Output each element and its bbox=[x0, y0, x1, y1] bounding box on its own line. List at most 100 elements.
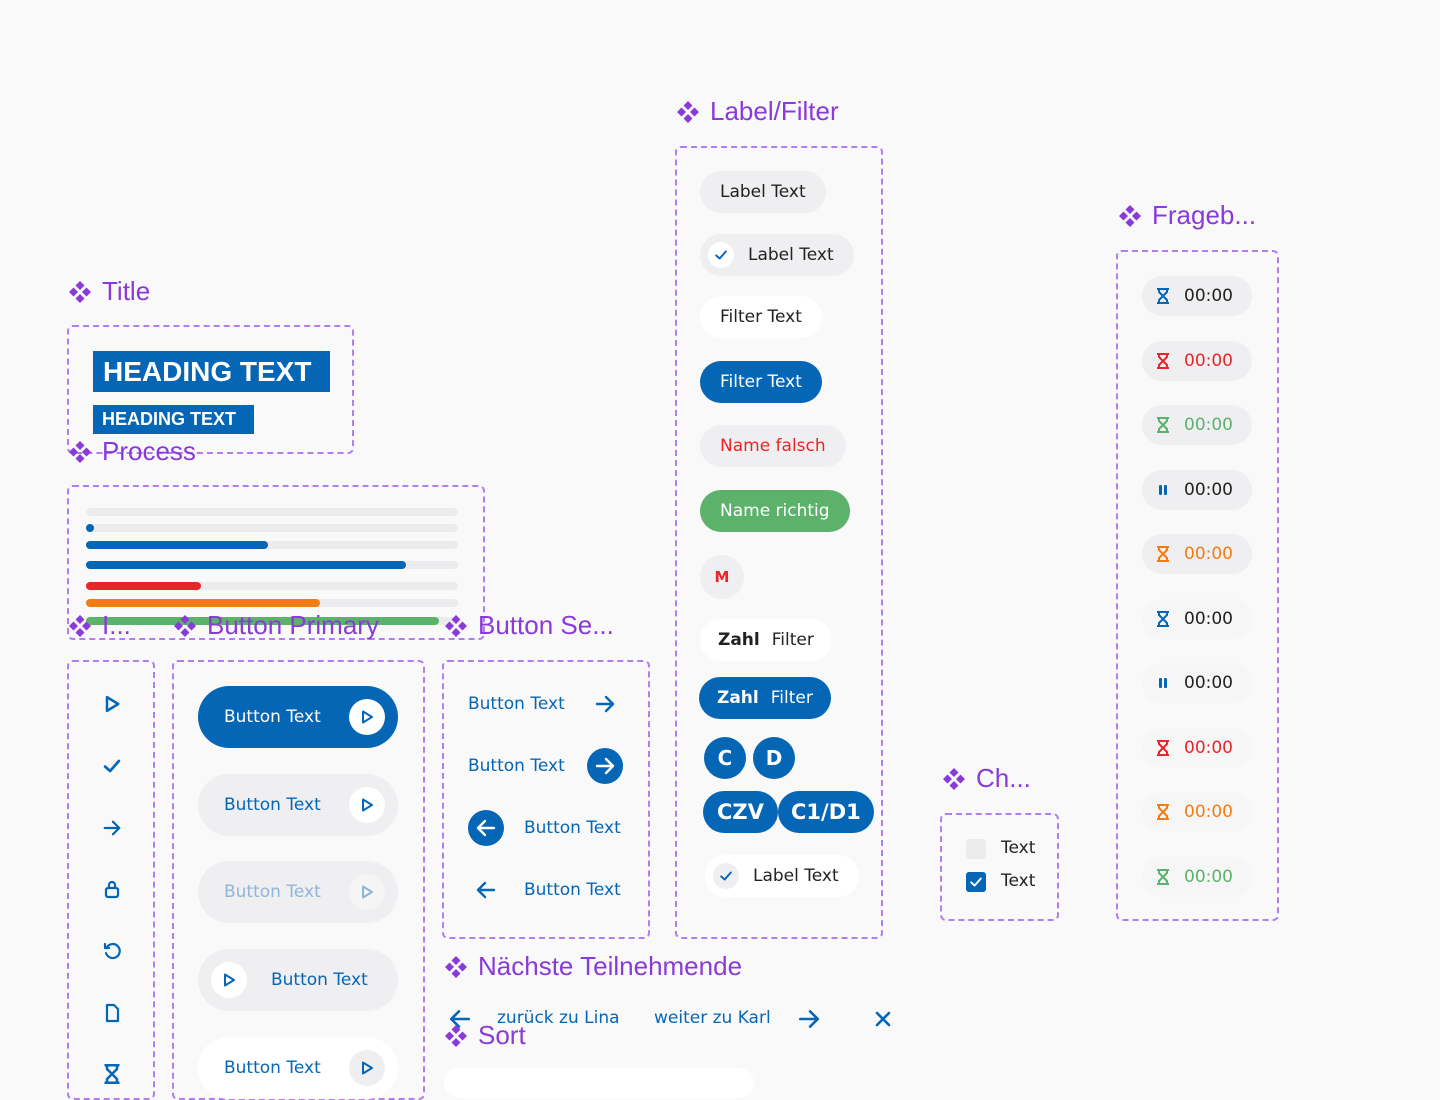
play-icon[interactable] bbox=[96, 688, 128, 720]
secondary-button-back-filled[interactable]: Button Text bbox=[468, 810, 621, 846]
label-chip-checked[interactable]: Label Text bbox=[700, 234, 854, 276]
close-icon[interactable] bbox=[874, 1010, 892, 1028]
progress-track bbox=[86, 582, 458, 590]
count-filter-chip-active[interactable]: Zahl Filter bbox=[699, 677, 831, 719]
timer-pill[interactable]: 00:00 bbox=[1142, 663, 1252, 703]
timer-pill[interactable]: 00:00 bbox=[1142, 405, 1252, 445]
pause-icon bbox=[1156, 482, 1170, 498]
timer-pill[interactable]: 00:00 bbox=[1142, 276, 1252, 316]
label-filter-frame bbox=[675, 146, 883, 939]
filter-chip-active[interactable]: Filter Text bbox=[700, 361, 822, 403]
component-icon bbox=[942, 767, 966, 791]
primary-button-white[interactable]: Button Text bbox=[198, 1037, 398, 1099]
process-frame bbox=[67, 485, 485, 640]
timer-pill[interactable]: 00:00 bbox=[1142, 469, 1252, 510]
play-icon bbox=[349, 787, 385, 823]
check-icon bbox=[969, 875, 983, 889]
primary-button-grey[interactable]: Button Text bbox=[198, 774, 398, 836]
primary-button-filled[interactable]: Button Text bbox=[198, 686, 398, 748]
timer-value: 00:00 bbox=[1184, 479, 1233, 500]
checkbox-checked[interactable] bbox=[966, 872, 986, 892]
timer-value: 00:00 bbox=[1184, 673, 1233, 693]
count-filter-chip[interactable]: Zahl Filter bbox=[700, 619, 832, 661]
back-to-link[interactable]: zurück zu Lina bbox=[497, 1008, 620, 1028]
timer-value: 00:00 bbox=[1184, 350, 1233, 371]
category-badge-czv[interactable]: CZV bbox=[703, 791, 778, 833]
arrow-left-icon bbox=[468, 810, 504, 846]
checkbox-label: Text bbox=[1001, 871, 1036, 891]
progress-fill bbox=[86, 582, 202, 590]
hourglass-icon bbox=[1156, 417, 1170, 433]
component-icon bbox=[676, 100, 700, 124]
timer-value: 00:00 bbox=[1184, 608, 1233, 629]
timer-value: 00:00 bbox=[1184, 737, 1233, 758]
category-badge-c1d1[interactable]: C1/D1 bbox=[778, 791, 874, 833]
progress-fill bbox=[86, 524, 94, 532]
timer-value: 00:00 bbox=[1184, 286, 1233, 306]
arrow-right-icon bbox=[586, 748, 623, 784]
component-icon bbox=[444, 955, 468, 979]
arrow-right-icon bbox=[587, 686, 623, 722]
timer-pill[interactable]: 00:00 bbox=[1142, 856, 1252, 897]
timer-pill[interactable]: 00:00 bbox=[1142, 598, 1252, 639]
timer-value: 00:00 bbox=[1184, 415, 1233, 435]
progress-track bbox=[86, 561, 458, 569]
primary-button-disabled[interactable]: Button Text bbox=[198, 861, 398, 923]
checkbox-frame bbox=[940, 813, 1059, 921]
title-frame bbox=[67, 325, 354, 454]
button-primary-section-title: Button Primary bbox=[173, 610, 379, 641]
heading-large: HEADING TEXT bbox=[93, 351, 330, 392]
progress-fill bbox=[86, 599, 321, 607]
progress-fill bbox=[86, 617, 440, 625]
frageb-frame bbox=[1116, 250, 1279, 921]
hourglass-icon bbox=[1156, 740, 1170, 756]
hourglass-icon[interactable] bbox=[96, 1058, 128, 1090]
checkbox-unchecked[interactable] bbox=[966, 839, 986, 859]
check-icon bbox=[713, 863, 739, 889]
hourglass-icon bbox=[1156, 804, 1170, 820]
check-icon[interactable] bbox=[96, 750, 128, 782]
label-chip[interactable]: Label Text bbox=[700, 171, 826, 213]
forward-to-link[interactable]: weiter zu Karl bbox=[654, 1008, 771, 1028]
document-icon[interactable] bbox=[96, 997, 128, 1029]
arrow-right-icon[interactable] bbox=[797, 1007, 821, 1031]
secondary-button-arrow[interactable]: Button Text bbox=[468, 686, 623, 722]
category-badge-d[interactable]: D bbox=[753, 737, 795, 779]
refresh-icon[interactable] bbox=[96, 935, 128, 967]
lock-icon[interactable] bbox=[96, 873, 128, 905]
sort-bar[interactable] bbox=[444, 1068, 754, 1098]
timer-value: 00:00 bbox=[1184, 544, 1233, 564]
primary-button-icon-left[interactable]: Button Text bbox=[198, 949, 398, 1011]
progress-fill bbox=[86, 561, 406, 569]
secondary-button-arrow-filled[interactable]: Button Text bbox=[468, 748, 623, 784]
initial-badge[interactable]: M bbox=[700, 555, 744, 599]
icons-section-title: I... bbox=[68, 610, 131, 641]
timer-value: 00:00 bbox=[1184, 866, 1233, 887]
pause-icon bbox=[1156, 675, 1170, 691]
timer-pill[interactable]: 00:00 bbox=[1142, 792, 1252, 832]
checkbox-section-title: Ch... bbox=[942, 763, 1031, 794]
progress-track bbox=[86, 508, 458, 516]
timer-pill[interactable]: 00:00 bbox=[1142, 727, 1252, 768]
timer-pill[interactable]: 00:00 bbox=[1142, 340, 1252, 381]
hourglass-icon bbox=[1156, 869, 1170, 885]
name-wrong-chip[interactable]: Name falsch bbox=[700, 425, 846, 467]
heading-small: HEADING TEXT bbox=[93, 405, 254, 434]
title-section-title: Title bbox=[68, 276, 150, 307]
category-badge-c[interactable]: C bbox=[704, 737, 746, 779]
label-filter-section-title: Label/Filter bbox=[676, 96, 839, 127]
component-icon bbox=[68, 280, 92, 304]
button-secondary-section-title: Button Se... bbox=[444, 610, 614, 641]
checkbox-label: Text bbox=[1001, 838, 1036, 858]
component-icon bbox=[173, 614, 197, 638]
progress-track bbox=[86, 524, 458, 532]
check-icon bbox=[708, 242, 734, 268]
name-right-chip[interactable]: Name richtig bbox=[700, 490, 850, 532]
arrow-right-icon[interactable] bbox=[96, 812, 128, 844]
component-icon bbox=[68, 614, 92, 638]
secondary-button-back[interactable]: Button Text bbox=[468, 872, 621, 908]
button-secondary-frame bbox=[442, 660, 650, 939]
filter-chip[interactable]: Filter Text bbox=[700, 296, 822, 338]
timer-pill[interactable]: 00:00 bbox=[1142, 534, 1252, 574]
label-chip-checked-white[interactable]: Label Text bbox=[705, 855, 859, 897]
